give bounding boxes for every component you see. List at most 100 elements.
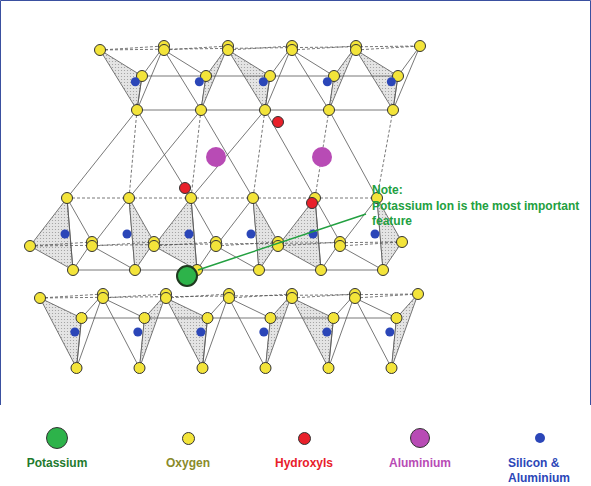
bond-line [329, 110, 393, 111]
tetrahedron-face [100, 50, 142, 110]
silicon-atom [70, 328, 79, 337]
bond-line [265, 110, 329, 111]
silicon-atom [385, 328, 394, 337]
bond-line [191, 198, 253, 199]
tetrahedron-face [30, 198, 73, 270]
oxygen-atom [139, 313, 150, 324]
legend-swatch-box [7, 426, 107, 450]
silicon-atom [61, 230, 70, 239]
oxygen-atom [248, 193, 259, 204]
oxygen-atom [62, 193, 73, 204]
silicon-atom [247, 230, 256, 239]
tetrahedron-face [315, 198, 340, 270]
hydroxyl-atom [307, 198, 318, 209]
tetrahedron-face [164, 50, 206, 110]
oxygen-atom [388, 105, 399, 116]
legend-swatch [46, 427, 68, 449]
note-text: Note: [372, 183, 587, 198]
bond-line [129, 110, 201, 198]
structure-lines [30, 46, 420, 368]
tetrahedron-face [40, 298, 82, 368]
tetrahedron-face [292, 50, 334, 110]
legend-item: Hydroxyls [254, 426, 354, 471]
tetrahedron-face [278, 198, 321, 270]
oxygen-atom [71, 363, 82, 374]
oxygen-atom [287, 293, 298, 304]
legend-text: Hydroxyls [254, 456, 354, 471]
bond-line [67, 198, 129, 199]
legend-swatch [298, 432, 311, 445]
aluminium-atom [312, 147, 332, 167]
legend-swatch-box [508, 426, 588, 450]
oxygen-atom [378, 265, 389, 276]
oxygen-atom [35, 293, 46, 304]
legend-swatch [535, 433, 545, 443]
tetrahedron-face [393, 46, 420, 110]
silicon-atom [196, 328, 205, 337]
silicon-atom [322, 328, 331, 337]
oxygen-atom [95, 45, 106, 56]
tetrahedron-face [137, 46, 164, 110]
bond-line [191, 110, 201, 198]
oxygen-atom [25, 241, 36, 252]
tetrahedron-face [329, 46, 356, 110]
legend-swatch-box [138, 426, 238, 450]
oxygen-atom [161, 293, 172, 304]
atoms [25, 41, 426, 374]
oxygen-atom [98, 293, 109, 304]
oxygen-atom [335, 241, 346, 252]
potassium-ion [177, 266, 197, 286]
oxygen-atom [413, 289, 424, 300]
oxygen-atom [260, 105, 271, 116]
bond-line [315, 198, 377, 199]
bond-line [129, 198, 191, 199]
note-wrap: Note: [372, 183, 587, 198]
bond-line [191, 110, 265, 198]
tetrahedron-face [265, 46, 292, 110]
silicon-atom [123, 230, 132, 239]
tetrahedron-face [140, 294, 167, 368]
bond-line [82, 318, 397, 319]
bond-line [73, 270, 383, 271]
oxygen-atom [386, 363, 397, 374]
tetrahedron-face [191, 198, 216, 270]
oxygen-atom [211, 241, 222, 252]
tetrahedron-face [355, 298, 397, 368]
legend-swatch-box [254, 426, 354, 450]
oxygen-atom [415, 41, 426, 52]
tetrahedron-face [203, 294, 230, 368]
tetrahedron-face [67, 198, 92, 270]
tetrahedron-face [103, 298, 145, 368]
bond-line [201, 110, 265, 111]
legend-text: Silicon & Aluminium [508, 456, 588, 486]
note-wrap: Potassium Ion is the most important feat… [372, 199, 587, 229]
oxygen-atom [202, 313, 213, 324]
aluminium-atom [206, 147, 226, 167]
bond-line [100, 46, 420, 50]
silicon-atom [133, 328, 142, 337]
legend-item: Aluminium [370, 426, 470, 471]
oxygen-atom [159, 45, 170, 56]
legend-text: Aluminium [370, 456, 470, 471]
oxygen-atom [124, 193, 135, 204]
hydroxyl-atom [273, 117, 284, 128]
oxygen-atom [76, 313, 87, 324]
tetrahedron-face [229, 298, 271, 368]
oxygen-atom [134, 363, 145, 374]
oxygen-atom [68, 265, 79, 276]
tetrahedron-face [228, 50, 270, 110]
bond-line [164, 46, 228, 50]
tetrahedron-face [292, 298, 334, 368]
leader-line [198, 214, 366, 270]
bond-line [137, 110, 201, 111]
legend-swatch [182, 432, 195, 445]
legend-swatch-box [370, 426, 470, 450]
bond-line [201, 110, 253, 198]
oxygen-atom [350, 293, 361, 304]
frame-line [1, 1, 591, 406]
tetrahedron-face [166, 298, 208, 368]
tetrahedron-face [266, 294, 293, 368]
silicon-atom [259, 77, 268, 86]
bond-line [265, 110, 315, 198]
tetrahedron-face [129, 198, 154, 270]
